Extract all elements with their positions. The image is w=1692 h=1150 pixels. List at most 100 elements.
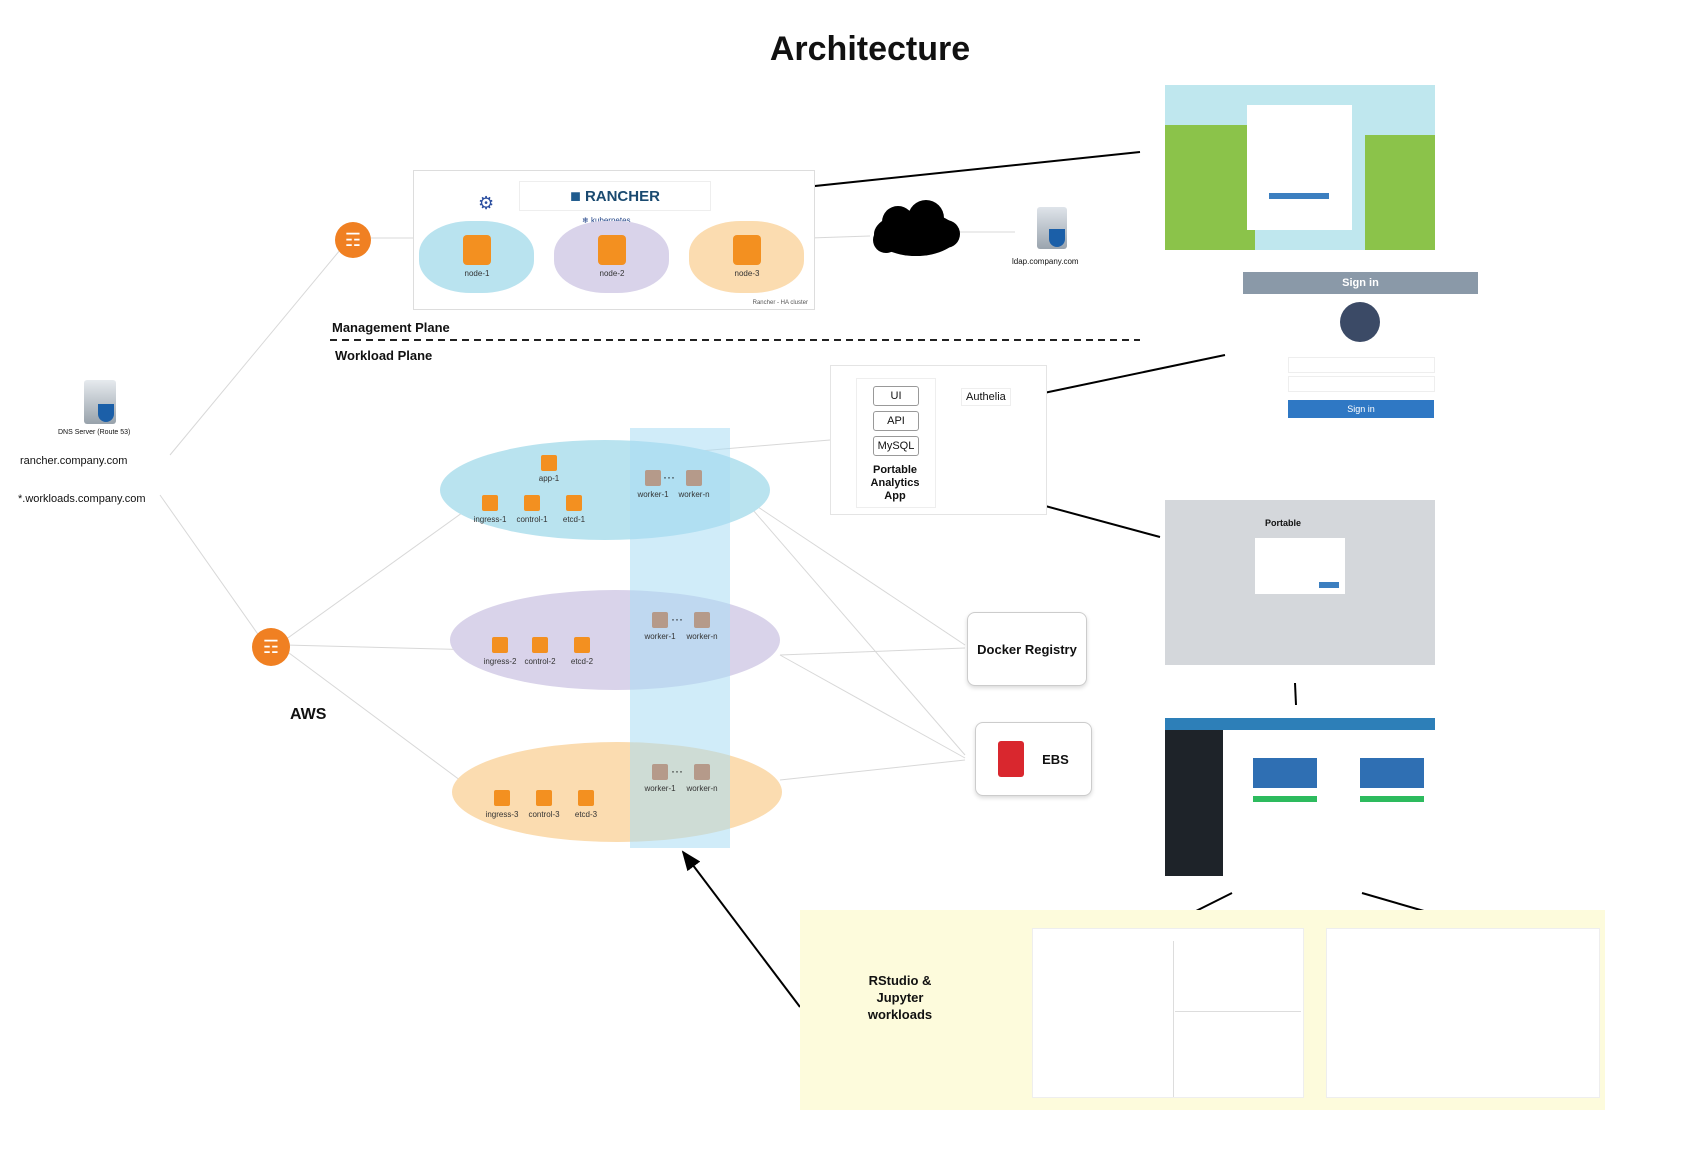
cluster1-control-node [524,495,540,511]
cluster1-worker-1-label: worker-1 [637,490,669,499]
ebs-label: EBS [1042,751,1069,767]
jupyter-screenshot [1326,928,1600,1098]
rancher-node-3 [733,235,761,265]
cluster2-worker-n-node [694,612,710,628]
dashboard-topbar [1165,718,1435,730]
dashboard-tile-1-btn [1253,796,1317,802]
rancher-node-2 [598,235,626,265]
cluster3-worker-1-label: worker-1 [644,784,676,793]
app-inner-box [856,378,936,508]
rancher-landing-screenshot [1165,85,1435,250]
rstudio-console-pane [1033,941,1174,1097]
authelia-label: Authelia [961,388,1011,406]
cluster2-worker-1-node [652,612,668,628]
cluster3-control-label: control-3 [528,810,560,819]
portable-login-screenshot: Portable [1165,500,1435,665]
rancher-cow-icon: ■ [570,185,581,206]
cluster1-ellipsis: ··· [663,470,675,484]
rstudio-screenshot [1032,928,1304,1098]
cluster3-ingress-node [494,790,510,806]
signin-avatar-icon [1340,302,1380,342]
rancher-logo-text: RANCHER [584,187,660,205]
mysql-chip: MySQL [873,436,919,456]
app-name-label: Portable Analytics App [870,464,920,502]
signin-username-field [1288,357,1435,373]
cluster1-worker-n-node [686,470,702,486]
rancher-node-label-1: node-1 [464,269,490,278]
cluster3-worker-n-node [694,764,710,780]
signin-screenshot: Sign in Sign in [1243,272,1478,457]
dns-server-label: DNS Server (Route 53) [58,429,131,436]
management-load-balancer-icon: ☶ [335,222,371,258]
signin-password-field [1288,376,1435,392]
ldap-server-icon [1037,207,1067,249]
cluster2-ingress-label: ingress-2 [483,657,517,666]
rancher-logo: ■ RANCHER [519,181,711,211]
cluster1-ingress-node [482,495,498,511]
rstudio-env-pane [1175,941,1301,1012]
cluster2-etcd-node [574,637,590,653]
cluster3-etcd-node [578,790,594,806]
ldap-label: ldap.company.com [1012,257,1079,266]
cluster1-app-node [541,455,557,471]
cluster1-etcd-node [566,495,582,511]
kubernetes-icon: ❄ [582,216,589,225]
cluster2-ingress-node [492,637,508,653]
page-title: Architecture [769,30,971,68]
cluster1-worker-n-label: worker-n [678,490,710,499]
cluster3-ingress-label: ingress-3 [485,810,519,819]
helm-icon: ⚙ [478,193,495,213]
rancher-domain-label: rancher.company.com [20,455,128,467]
rancher-node-label-2: node-2 [599,269,625,278]
dns-server-icon [84,380,116,424]
landing-login-card [1247,105,1352,230]
cluster2-etcd-label: etcd-2 [570,657,594,666]
portable-analytics-app-box: UI API MySQL Portable Analytics App Auth… [830,365,1047,515]
signin-button: Sign in [1288,400,1434,418]
landing-block-2 [1365,135,1435,250]
cluster1-control-label: control-1 [516,515,548,524]
workload-plane-label: Workload Plane [335,348,433,363]
rancher-management-box: ■ RANCHER ⚙ ❄ kubernetes node-1 node-2 n… [413,170,815,310]
dashboard-tile-2-btn [1360,796,1424,802]
dns-shield-icon [98,404,114,422]
cluster2-worker-n-label: worker-n [686,632,718,641]
aws-load-balancer-icon: ☶ [252,628,290,666]
kubernetes-label: ❄ kubernetes [582,216,631,225]
ui-chip: UI [873,386,919,406]
rancher-node-1 [463,235,491,265]
kubernetes-text: kubernetes [591,216,631,225]
cluster1-ingress-label: ingress-1 [473,515,507,524]
cluster3-worker-1-node [652,764,668,780]
dashboard-tile-2 [1360,758,1424,788]
cluster3-control-node [536,790,552,806]
ldap-shield-icon [1049,229,1065,247]
management-plane-label: Management Plane [332,320,450,335]
api-chip: API [873,411,919,431]
portable-login-button [1319,582,1339,588]
workloads-label: RStudio & Jupyter workloads [867,973,933,1022]
rancher-footer: Rancher - HA cluster [752,300,808,306]
aws-label: AWS [290,706,327,723]
portable-login-card [1255,538,1345,594]
dashboard-tile-1 [1253,758,1317,788]
docker-registry-card: Docker Registry [967,612,1087,686]
workloads-area: RStudio & Jupyter workloads [800,910,1605,1110]
workloads-domain-label: *.workloads.company.com [18,493,146,505]
portable-login-title: Portable [1265,518,1302,528]
cluster3-ellipsis: ··· [671,764,683,778]
ebs-icon [998,741,1025,777]
cluster2-control-node [532,637,548,653]
dashboard-screenshot [1165,718,1435,876]
cluster3-worker-n-label: worker-n [686,784,718,793]
cluster1-etcd-label: etcd-1 [562,515,586,524]
signin-header: Sign in [1243,272,1478,294]
rancher-node-label-3: node-3 [734,269,760,278]
cluster2-worker-1-label: worker-1 [644,632,676,641]
cluster2-ellipsis: ··· [671,612,683,626]
landing-login-button [1269,193,1329,199]
worker-highlight-strip [630,428,730,848]
ebs-card: EBS [975,722,1092,796]
cluster2-control-label: control-2 [524,657,556,666]
